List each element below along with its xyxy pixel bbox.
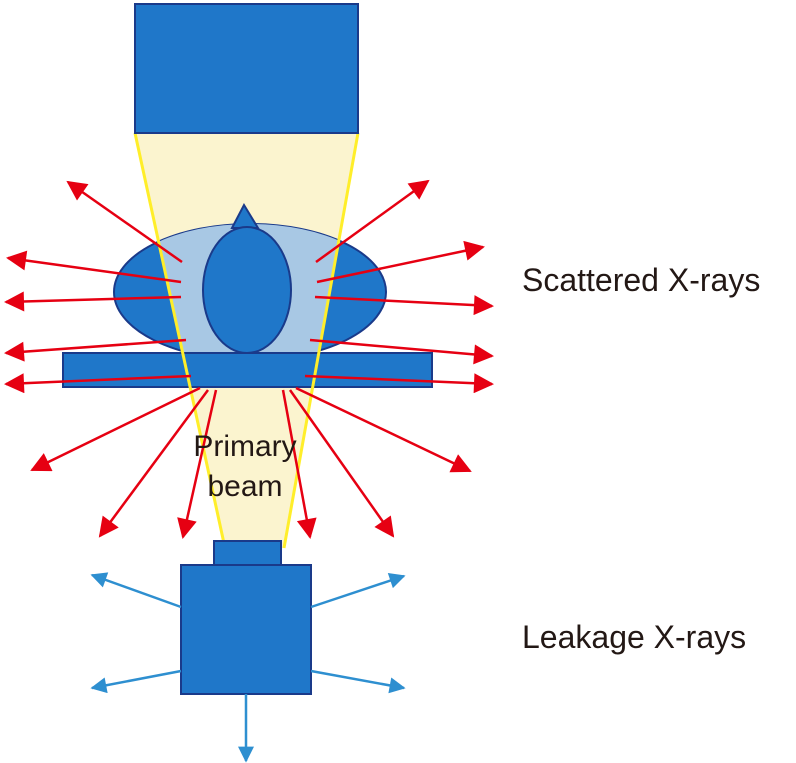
- red-arrow: [177, 389, 218, 539]
- red-arrow: [4, 291, 182, 312]
- red-arrow: [309, 338, 494, 365]
- leakage-xrays-label: Leakage X-rays: [522, 619, 746, 655]
- tube-port: [213, 540, 282, 566]
- red-arrow: [315, 179, 430, 264]
- primary-beam-label-line1: Primary: [193, 430, 296, 463]
- red-arrow: [98, 389, 210, 538]
- blue-arrow: [90, 572, 182, 609]
- patient-head: [202, 226, 292, 354]
- xray-tube: [180, 564, 312, 695]
- leakage-arrows: [90, 572, 406, 763]
- red-arrow: [314, 295, 494, 316]
- detector-box: [134, 3, 359, 134]
- red-arrow: [4, 373, 192, 394]
- red-arrow: [281, 389, 317, 539]
- red-arrow: [295, 386, 472, 473]
- scattered-xrays-label: Scattered X-rays: [522, 262, 760, 298]
- red-arrow: [66, 180, 183, 264]
- patient-table: [62, 352, 433, 388]
- blue-arrow: [310, 669, 406, 694]
- red-arrow: [6, 250, 182, 284]
- blue-arrow: [310, 572, 406, 609]
- red-arrow: [316, 240, 485, 284]
- scatter-arrows: [4, 179, 494, 539]
- red-arrow: [4, 338, 187, 362]
- red-arrow: [288, 389, 395, 538]
- red-arrow: [30, 386, 201, 472]
- red-arrow: [304, 373, 494, 394]
- blue-arrow: [90, 669, 182, 694]
- primary-beam-label-line2: beam: [207, 470, 282, 503]
